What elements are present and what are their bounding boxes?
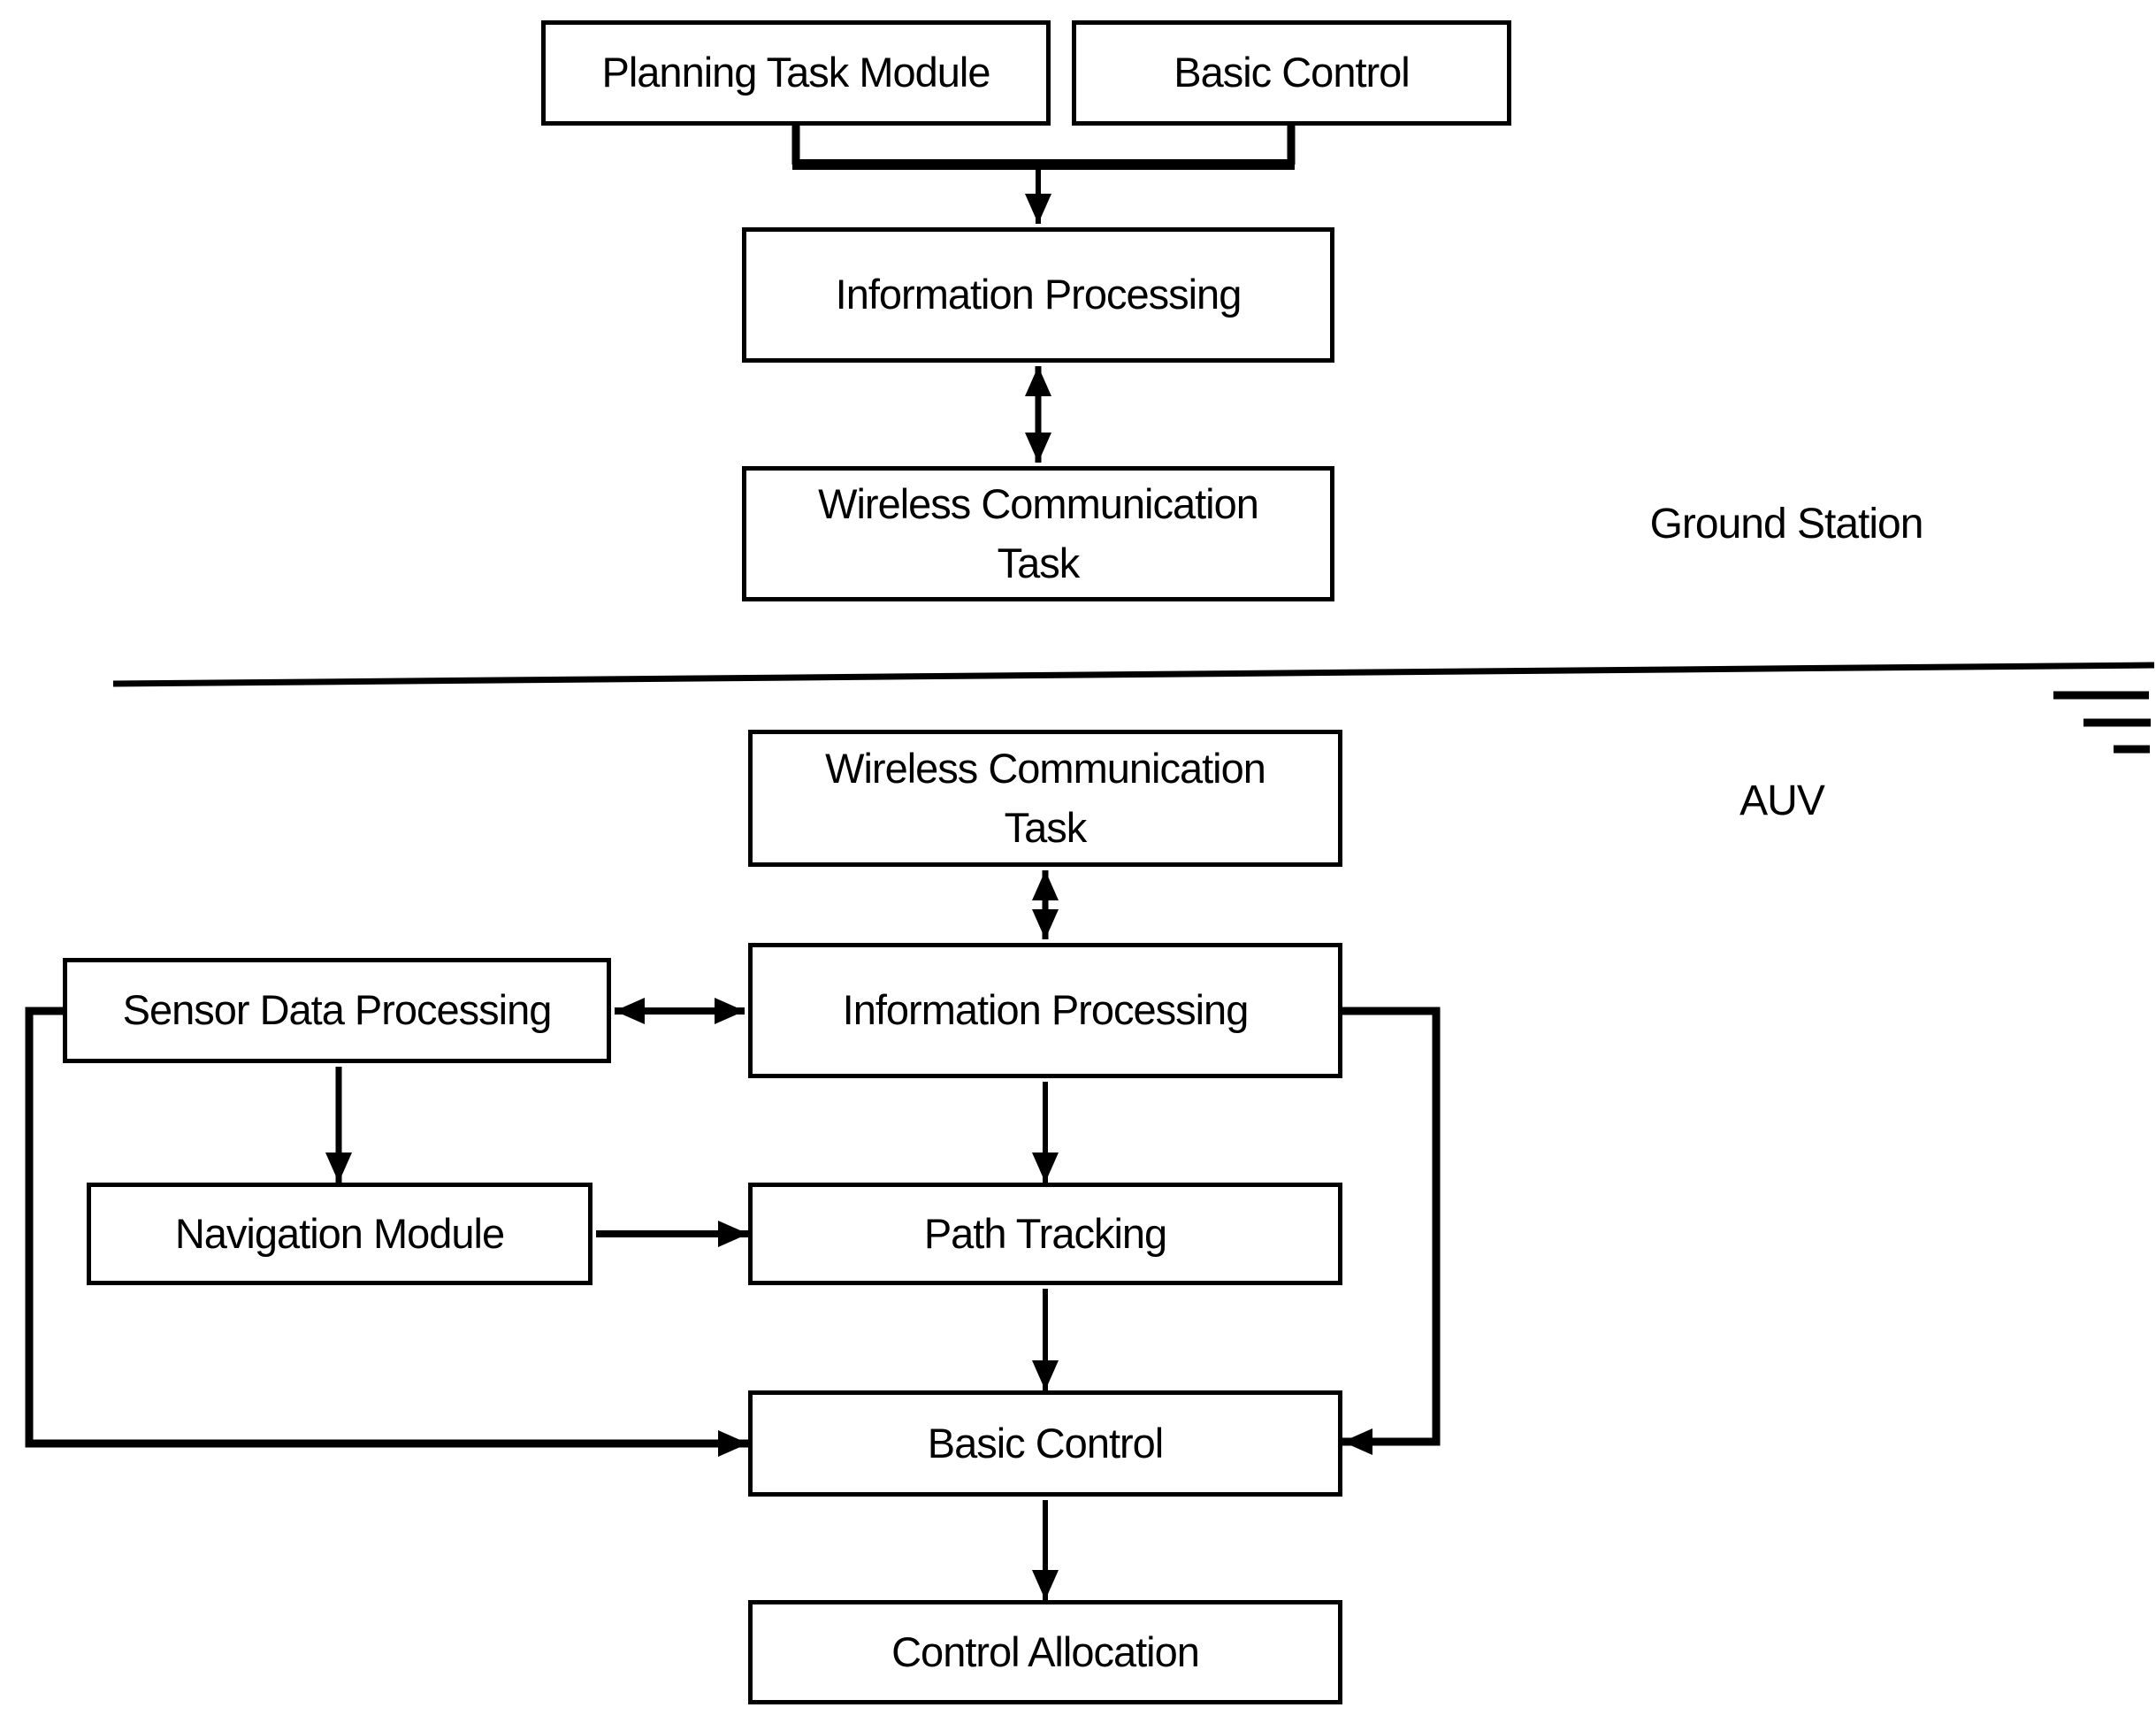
ground-station-section-label: Ground Station <box>1649 501 1924 548</box>
node-wireless-communication-task-auv: Wireless Communication Task <box>748 730 1342 867</box>
rail-ipauv-to-basic-control <box>1342 1007 1441 1455</box>
node-label: Control Allocation <box>891 1627 1200 1675</box>
node-navigation-module: Navigation Module <box>87 1183 593 1285</box>
node-label: Path Tracking <box>923 1209 1167 1257</box>
node-label: Sensor Data Processing <box>122 986 553 1034</box>
node-label: Wireless Communication Task <box>825 744 1266 851</box>
node-label: Information Processing <box>842 986 1250 1034</box>
node-label: Wireless Communication Task <box>818 479 1259 586</box>
node-label: Basic Control <box>927 1419 1164 1466</box>
node-label: Basic Control <box>1174 49 1410 96</box>
node-sensor-data-processing: Sensor Data Processing <box>63 958 611 1063</box>
node-information-processing-auv: Information Processing <box>748 943 1342 1078</box>
auv-section-label: AUV <box>1739 777 1825 824</box>
node-basic-control-ground-station: Basic Control <box>1072 20 1511 126</box>
node-information-processing-ground-station: Information Processing <box>742 227 1334 363</box>
node-label: Navigation Module <box>174 1209 505 1257</box>
node-planning-task-module: Planning Task Module <box>541 20 1051 126</box>
node-wireless-communication-task-ground-station: Wireless Communication Task <box>742 466 1334 601</box>
node-path-tracking: Path Tracking <box>748 1183 1342 1285</box>
water-surface-line <box>112 662 2155 687</box>
node-label: Planning Task Module <box>601 49 991 96</box>
node-control-allocation: Control Allocation <box>748 1600 1342 1704</box>
rail-sdp-to-basic-control <box>25 1007 748 1457</box>
node-label: Information Processing <box>835 271 1242 318</box>
node-basic-control-auv: Basic Control <box>748 1390 1342 1497</box>
